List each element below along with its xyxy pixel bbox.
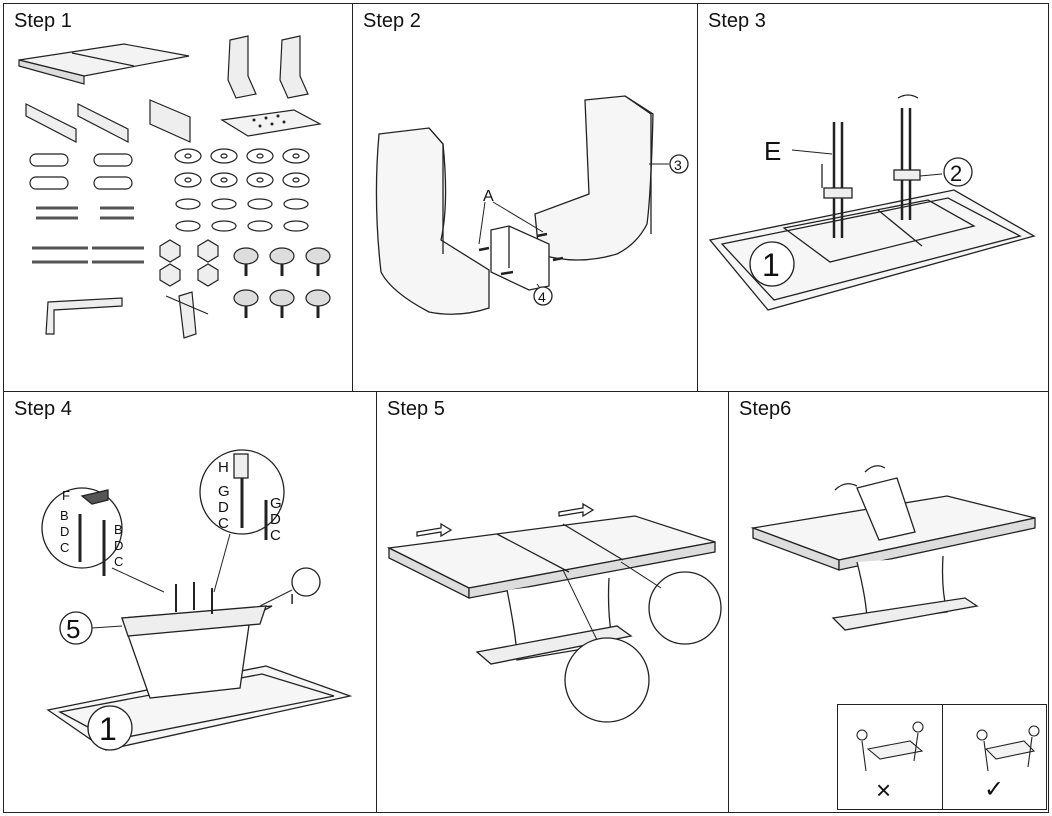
callout-h: H bbox=[218, 459, 229, 476]
callout-a: A bbox=[483, 188, 494, 205]
step-2-title: Step 2 bbox=[363, 10, 421, 32]
callout-f: F bbox=[62, 488, 70, 503]
callout-d-left: D bbox=[60, 524, 69, 539]
callout-d-right: D bbox=[114, 538, 123, 553]
wrong-lift-mark: × bbox=[876, 775, 892, 805]
callout-e: E bbox=[764, 136, 781, 166]
callout-g-left: G bbox=[218, 483, 230, 500]
lift-guide-box: × ✓ bbox=[837, 704, 1047, 810]
step-2-leg-assembly-illustration: A 3 4 bbox=[375, 95, 689, 315]
step-1-title: Step 1 bbox=[14, 10, 72, 32]
step-1-parts-illustration bbox=[18, 35, 331, 339]
callout-g-right: G bbox=[270, 495, 282, 512]
callout-c-right: C bbox=[114, 554, 123, 569]
callout-4: 4 bbox=[538, 289, 546, 305]
step-6-leaf-illustration bbox=[750, 465, 1036, 631]
step-4-pedestal-mount-illustration: 5 1 F B D C B D C H G D C G D C I bbox=[41, 449, 353, 751]
step-3-title: Step 3 bbox=[708, 10, 766, 32]
step-6-title: Step6 bbox=[739, 398, 792, 420]
callout-3: 3 bbox=[674, 157, 682, 173]
lift-guide-divider bbox=[942, 705, 943, 809]
callout-b-left: B bbox=[60, 508, 69, 523]
callout-c-far: C bbox=[270, 527, 281, 544]
callout-d-far: D bbox=[270, 511, 281, 528]
callout-d-mid: D bbox=[218, 499, 229, 516]
callout-1-step4: 1 bbox=[99, 711, 117, 747]
step-4-panel: Step 4 5 1 F B D C bbox=[3, 391, 378, 813]
callout-c-left: C bbox=[60, 540, 69, 555]
callout-b-right: B bbox=[114, 522, 123, 537]
step-4-title: Step 4 bbox=[14, 398, 72, 420]
step-1-panel: Step 1 bbox=[3, 3, 354, 393]
step-6-panel: Step6 × ✓ bbox=[728, 391, 1049, 813]
step-5-panel: Step 5 bbox=[376, 391, 730, 813]
step-2-panel: Step 2 A 3 4 bbox=[352, 3, 699, 393]
lift-guide-illustration bbox=[856, 721, 1040, 772]
step-3-panel: Step 3 E 2 1 bbox=[697, 3, 1049, 393]
step-5-title: Step 5 bbox=[387, 398, 445, 420]
step-3-rods-illustration: E 2 1 bbox=[708, 94, 1036, 311]
callout-5: 5 bbox=[66, 614, 80, 644]
step-5-extend-table-illustration bbox=[386, 502, 722, 723]
right-lift-mark: ✓ bbox=[984, 776, 1005, 803]
callout-2: 2 bbox=[950, 161, 962, 186]
callout-c-mid: C bbox=[218, 515, 229, 532]
callout-1: 1 bbox=[762, 247, 780, 283]
callout-i: I bbox=[290, 591, 294, 608]
